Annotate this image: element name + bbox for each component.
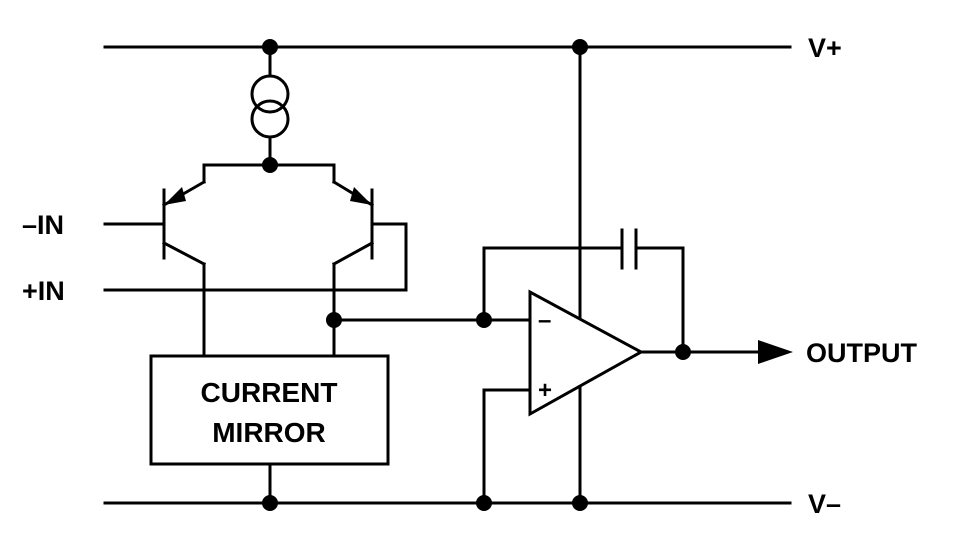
noninverting-to-vminus-wire <box>482 388 532 505</box>
junction-dot <box>675 344 691 360</box>
right-pnp-transistor <box>103 163 408 358</box>
v-minus-label: V– <box>808 489 841 519</box>
mirror-label-line1: CURRENT <box>201 377 338 408</box>
left-pnp-transistor <box>103 163 207 358</box>
junction-dot <box>572 495 588 511</box>
feedback-capacitor <box>482 228 685 354</box>
neg-input-label: –IN <box>22 210 64 240</box>
junction-dot <box>326 312 342 328</box>
mirror-label-line2: MIRROR <box>212 417 326 448</box>
output-label: OUTPUT <box>806 338 918 368</box>
junction-dot <box>476 495 492 511</box>
junction-dot <box>572 39 588 55</box>
opamp-triangle <box>528 289 645 417</box>
output-arrow-icon <box>758 340 793 364</box>
current-source <box>250 45 290 167</box>
pos-input-label: +IN <box>22 276 65 306</box>
junction-dot <box>262 495 278 511</box>
junction-dot <box>262 39 278 55</box>
junction-dot <box>262 157 278 173</box>
opamp-plus-sign: + <box>538 377 552 404</box>
opamp-minus-sign: – <box>538 307 551 334</box>
junction-dot <box>476 312 492 328</box>
v-plus-label: V+ <box>808 33 842 63</box>
